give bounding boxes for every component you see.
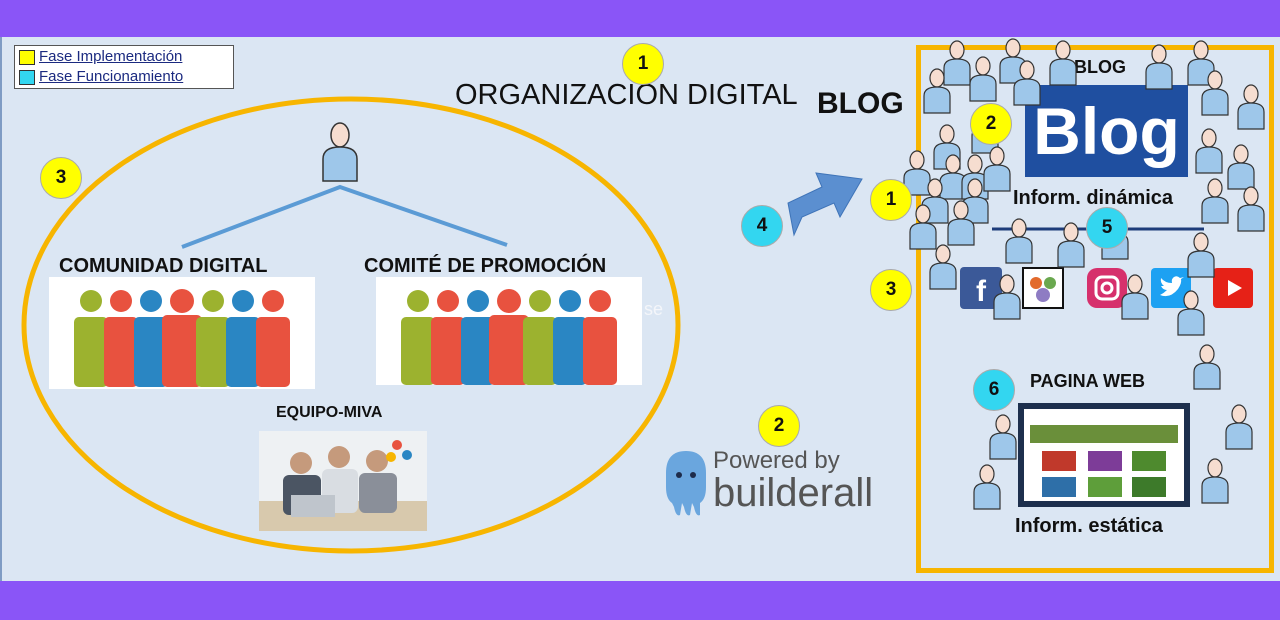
youtube-icon <box>1213 268 1253 308</box>
pagina-web-label: PAGINA WEB <box>1030 371 1145 391</box>
people-group-icon <box>74 289 290 387</box>
team-photo <box>259 431 427 531</box>
blog-logo: Blog <box>1025 85 1188 177</box>
yellow-swatch <box>19 49 35 65</box>
arrow-icon <box>787 172 863 237</box>
comunidad-digital-label: COMUNIDAD DIGITAL <box>59 255 268 277</box>
website-thumbnail <box>1018 403 1190 507</box>
organization-ellipse <box>21 96 681 554</box>
legend: Fase Implementación Fase Funcionamiento <box>14 45 234 89</box>
dinamica-label: Inform. dinámica <box>1013 187 1174 209</box>
badge-funcionamiento-6: 6 <box>973 369 1015 411</box>
comunidad-people-image <box>49 277 315 389</box>
blog-label: BLOG <box>1074 57 1126 77</box>
instagram-icon <box>1087 268 1127 308</box>
twitter-icon <box>1151 268 1191 308</box>
diagram-canvas: Fase Implementación Fase Funcionamiento … <box>0 37 1280 581</box>
legend-item-funcionamiento: Fase Funcionamiento <box>19 67 229 87</box>
legend-label-funcionamiento: Fase Funcionamiento <box>39 68 184 85</box>
page-title: ORGANIZACIÓN DIGITAL <box>455 79 798 111</box>
legend-label-implementacion: Fase Implementación <box>39 48 183 65</box>
badge-implementation-3: 3 <box>40 157 82 199</box>
equipo-miva-label: EQUIPO-MIVA <box>276 404 383 421</box>
badge-implementation-3-right: 3 <box>870 269 912 311</box>
user-icon <box>903 38 1265 510</box>
badge-funcionamiento-5: 5 <box>1086 207 1128 249</box>
badge-implementation-1: 1 <box>622 43 664 85</box>
community-icon <box>1022 267 1064 309</box>
comite-promocion-label: COMITÉ DE PROMOCIÓN <box>364 255 607 277</box>
badge-implementation-1-right: 1 <box>870 179 912 221</box>
cyan-swatch <box>19 69 35 85</box>
person-icon <box>322 122 358 182</box>
builderall-text: builderall <box>713 471 874 515</box>
estatica-label: Inform. estática <box>1015 515 1163 537</box>
overlap-blog-title: BLOG <box>817 87 904 120</box>
badge-implementation-2-right: 2 <box>970 103 1012 145</box>
powered-by-text: Powered by <box>713 447 840 474</box>
right-panel-frame <box>916 45 1274 573</box>
octopus-logo-icon <box>666 451 706 516</box>
comite-people-image <box>376 277 642 385</box>
badge-implementation-2: 2 <box>758 405 800 447</box>
legend-item-implementacion: Fase Implementación <box>19 47 229 67</box>
people-group-icon <box>401 289 617 385</box>
users-crowd <box>903 38 1265 510</box>
badge-funcionamiento-4: 4 <box>741 205 783 247</box>
faded-text: se <box>644 299 664 319</box>
org-tree-lines <box>181 184 508 249</box>
